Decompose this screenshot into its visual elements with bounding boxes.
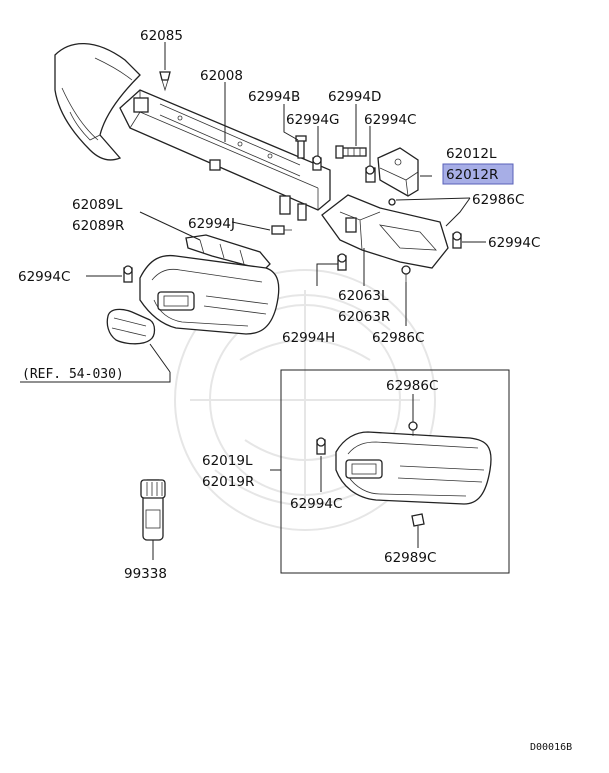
label-62089R: 62089R: [72, 218, 124, 234]
bumper-end-extension-part: [139, 254, 280, 335]
label-62994H: 62994H: [282, 330, 335, 346]
label-62994G: 62994G: [286, 112, 339, 128]
label-62994B: 62994B: [248, 89, 300, 105]
lamp-cover-part: [106, 308, 156, 345]
watermark: [174, 269, 436, 531]
label-62063L: 62063L: [338, 288, 389, 304]
screw-62986C-b-part: [401, 265, 411, 282]
bolt-62994C-top-part: [365, 165, 376, 183]
label-62994C-top: 62994C: [364, 112, 416, 128]
bolt-62994H-part: [337, 253, 347, 271]
bolt-62994G-part: [312, 155, 322, 171]
bolt-62994D-part: [335, 145, 367, 159]
label-ref-54-030: (REF. 54-030): [22, 367, 124, 382]
label-62019L: 62019L: [202, 453, 253, 469]
bolt-62994C-left-part: [123, 265, 133, 283]
label-62994J: 62994J: [188, 216, 235, 232]
clip-62989C-part: [411, 513, 425, 527]
label-62994D: 62994D: [328, 89, 381, 105]
label-62085: 62085: [140, 28, 183, 44]
part-number-highlight: [442, 163, 514, 185]
bumper-end-62019-part: [335, 431, 492, 505]
label-62994C-box: 62994C: [290, 496, 342, 512]
label-99338: 99338: [124, 566, 167, 582]
label-62986C-box: 62986C: [386, 378, 438, 394]
label-62994C-left: 62994C: [18, 269, 70, 285]
label-62989C: 62989C: [384, 550, 436, 566]
label-62994C-right: 62994C: [488, 235, 540, 251]
label-62089L: 62089L: [72, 197, 123, 213]
reinforcement-beam-part: [119, 89, 331, 221]
bolt-62994C-right-part: [452, 231, 462, 249]
label-62008: 62008: [200, 68, 243, 84]
label-62012R: 62012R: [446, 167, 498, 183]
label-62063R: 62063R: [338, 309, 390, 325]
bumper-cover-part: [54, 42, 141, 161]
touch-up-paint-part: [140, 479, 166, 541]
bracket-62012-part: [377, 147, 419, 197]
diagram-code: D00016B: [530, 742, 572, 753]
clip-62085-part: [159, 71, 171, 92]
leader-lines: [20, 42, 486, 560]
side-bracket-62063-part: [321, 194, 449, 269]
subassembly-box: [280, 369, 510, 574]
label-62019R: 62019R: [202, 474, 254, 490]
label-62986C-a: 62986C: [472, 192, 524, 208]
filler-62089-part: [185, 234, 271, 271]
clip-62994J-part: [271, 225, 292, 235]
label-62012L: 62012L: [446, 146, 497, 162]
label-62986C-b: 62986C: [372, 330, 424, 346]
bolt-62994C-box-part: [316, 437, 326, 455]
